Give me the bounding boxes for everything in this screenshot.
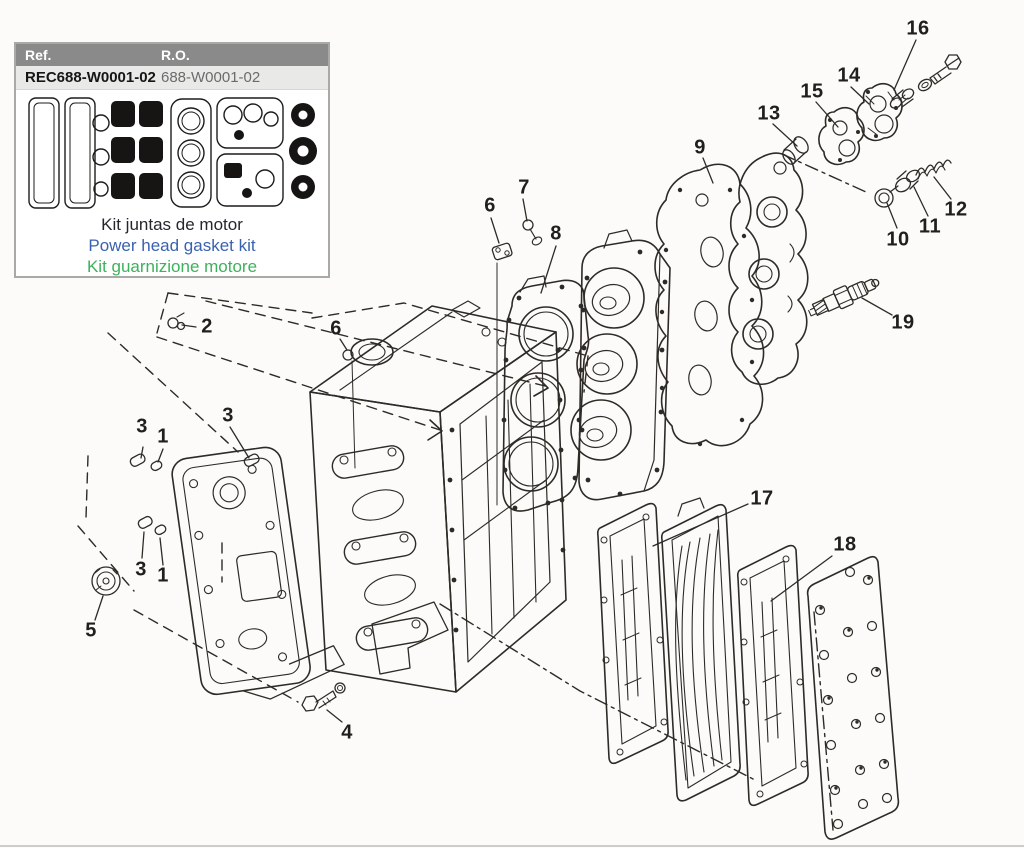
- exhaust-gasket-inner-drawing: [596, 502, 669, 765]
- gasket-kit-thumbnail-art: [28, 97, 317, 209]
- spark-plug-drawing: [808, 278, 880, 317]
- part-label-10: 10: [886, 228, 910, 251]
- relief-valve-drawing: [874, 159, 952, 208]
- part-label-12: 12: [944, 198, 968, 221]
- part-label-13: 13: [757, 102, 781, 125]
- head-cover-drawing: [728, 152, 809, 385]
- parts-reference-card: Ref. R.O. REC688-W0001-02 688-W0001-02: [14, 42, 330, 278]
- exhaust-outer-cover-drawing: [806, 555, 900, 840]
- part-label-7: 7: [518, 176, 530, 199]
- part-label-6-top: 6: [330, 317, 342, 340]
- exhaust-gasket-outer-drawing: [736, 544, 809, 807]
- thermostat-gasket-drawing: [818, 106, 865, 166]
- part-label-3-left-lower: 3: [135, 558, 147, 581]
- gasket-kit-thumbnail: [16, 90, 328, 214]
- ref-column-header: Ref.: [25, 47, 52, 63]
- part-label-14: 14: [837, 64, 861, 87]
- ro-column-header: R.O.: [161, 47, 190, 63]
- page-bottom-rule: [0, 845, 1024, 847]
- thermostat-bolt-drawing: [889, 54, 962, 109]
- cylinder-block-drawing: [309, 300, 567, 693]
- part-label-16: 16: [906, 17, 930, 40]
- part-label-17: 17: [750, 487, 774, 510]
- part-label-3-left-upper: 3: [136, 415, 148, 438]
- part-label-15: 15: [800, 80, 824, 103]
- pressure-plug-drawing: [782, 136, 809, 165]
- part-label-1-upper: 1: [157, 425, 169, 448]
- kit-title-english: Power head gasket kit: [88, 236, 256, 255]
- part-label-4: 4: [341, 721, 353, 744]
- reference-table-header: Ref. R.O.: [16, 44, 328, 66]
- part-label-9: 9: [694, 136, 706, 159]
- small-parts-drawing: [91, 219, 543, 712]
- part-label-2: 2: [201, 315, 213, 338]
- kit-title-spanish: Kit juntas de motor: [101, 215, 243, 234]
- reference-table-row: REC688-W0001-02 688-W0001-02: [16, 66, 328, 90]
- ref-number: REC688-W0001-02: [25, 69, 156, 86]
- alignment-dashdot-lines: [439, 153, 867, 831]
- part-label-6-right: 6: [484, 194, 496, 217]
- part-label-11: 11: [918, 215, 942, 238]
- part-label-3-top: 3: [222, 404, 234, 427]
- head-cover-gasket-drawing: [654, 163, 765, 447]
- part-label-5: 5: [85, 619, 97, 642]
- part-label-8: 8: [550, 222, 562, 245]
- crankcase-side-cover-drawing: [171, 446, 345, 700]
- part-label-1-lower: 1: [157, 564, 169, 587]
- kit-title-captions: Kit juntas de motor Power head gasket ki…: [16, 214, 328, 277]
- kit-title-italian: Kit guarnizione motore: [86, 257, 258, 276]
- dashed-arrowheads: [427, 375, 549, 441]
- exhaust-inner-cover-drawing: [660, 497, 741, 802]
- ro-number: 688-W0001-02: [161, 69, 261, 86]
- part-label-19: 19: [891, 311, 915, 334]
- thermostat-cover-drawing: [856, 82, 903, 142]
- part-label-18: 18: [833, 533, 857, 556]
- alignment-dashed-lines: [77, 292, 589, 703]
